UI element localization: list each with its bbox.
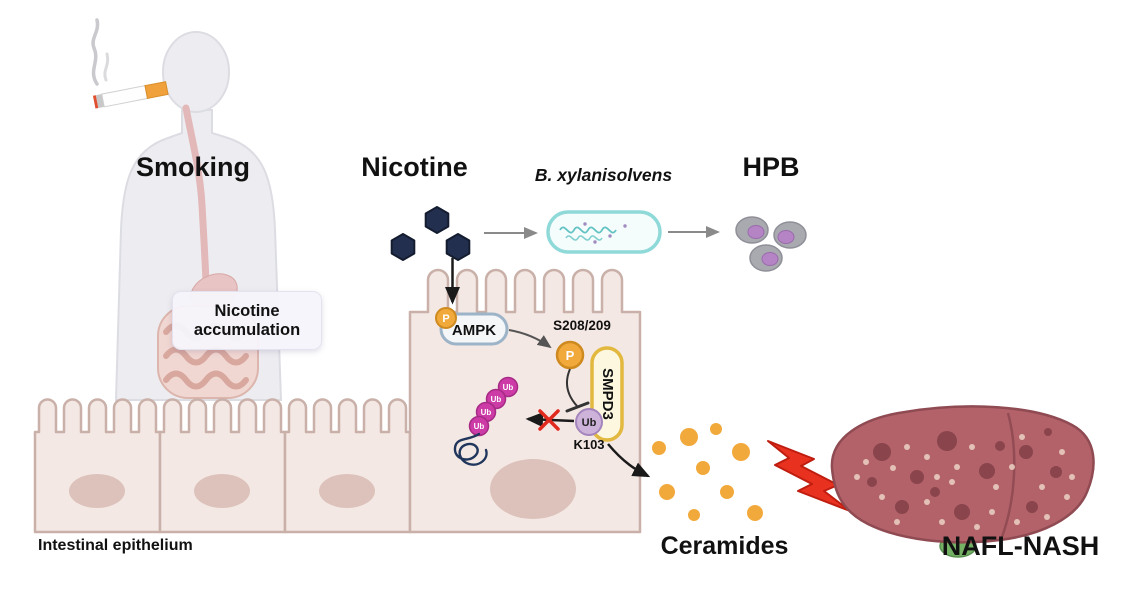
inhibition-bar [565,401,590,413]
k103-label: K103 [573,437,605,452]
nicotine-hexagon [424,206,450,234]
ampk-label: AMPK [451,322,497,339]
epithelial-cell [33,398,162,534]
nicotine-label: Nicotine [361,152,468,182]
liver-dark-spots [867,428,1062,520]
svg-text:Ub: Ub [491,395,502,404]
phospho-site-label: S208/209 [553,318,611,333]
protein-squiggle [453,432,488,466]
epithelial-cell [158,398,287,534]
liver-icon [830,405,1095,558]
hpb-cell [735,216,769,244]
svg-text:Ub: Ub [481,408,492,417]
liver-cleft [1000,412,1016,538]
ubiquitin-chain-circle [497,376,519,398]
hpb-cell [749,244,783,272]
hpb-cell [773,221,807,249]
phospho-circle-label: P [566,348,575,363]
ubiquitin-circle [575,408,603,436]
nicotine-accumulation-line1: Nicotine [214,301,280,320]
arrow-to-ceramides [607,443,651,478]
nicotine-accumulation-box: Nicotine accumulation [172,291,322,350]
ubiquitin-chain: Ub Ub Ub Ub [468,376,519,437]
svg-text:Ub: Ub [474,422,485,431]
phospho-circle [555,340,585,370]
nicotine-hexagon [390,233,416,261]
smoke-icon [91,18,110,86]
bacterium-label: B. xylanisolvens [534,165,673,185]
ceramides-label: Ceramides [660,532,789,560]
smoking-label: Smoking [135,152,250,182]
epithelial-cell [283,398,412,534]
ubiquitin-circle-label: Ub [582,417,597,429]
nicotine-accumulation-line2: accumulation [193,320,301,339]
inhibition-line [565,368,578,407]
cell-signaling-pathway: P P Ub Ub Ub Ub Ub [435,258,651,478]
cigarette-icon [92,81,169,109]
smpd3-label: SMPD3 [599,368,616,420]
cell-nucleus [319,474,375,508]
nicotine-hexagon [445,233,471,261]
cell-nucleus [69,474,125,508]
epithelium-label: Intestinal epithelium [38,537,193,554]
hpb-cells [735,216,807,272]
nicotine-molecules [390,206,471,261]
ampk-pill [439,312,509,346]
nafl-nash-label: NAFL-NASH [941,531,1100,561]
hpb-label: HPB [742,152,800,182]
phospho-badge-label: P [442,313,449,325]
arrow-ampk-to-phospho [508,329,552,349]
cell-nucleus [194,474,250,508]
liver-fat-speckles [854,434,1075,530]
phospho-badge [435,307,457,329]
cell-nucleus-main [490,459,576,519]
svg-text:Ub: Ub [503,383,514,392]
bacterium-icon [546,210,662,254]
ceramide-dots [652,423,763,521]
ubiquitin-chain-circle [468,415,490,437]
blocked-cross-icon [538,409,560,431]
